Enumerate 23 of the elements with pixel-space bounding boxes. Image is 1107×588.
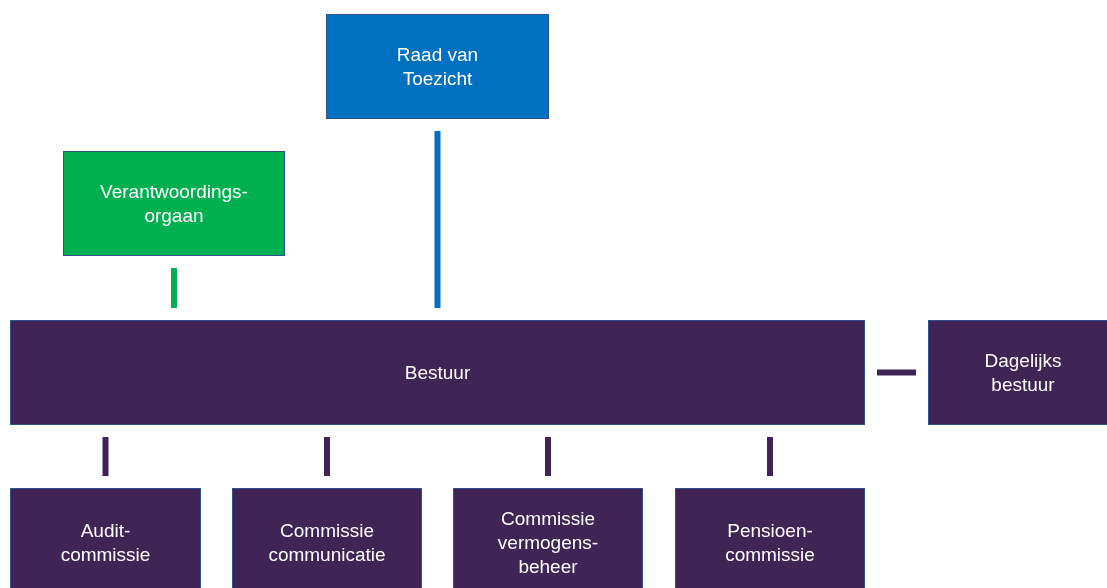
box-label: Commissie communicatie (267, 519, 387, 567)
org-box (232, 488, 422, 588)
connector-line (877, 369, 916, 376)
org-box (453, 488, 643, 588)
org-box (326, 14, 549, 119)
box-label: Pensioen- commissie (724, 519, 816, 567)
org-box (10, 320, 865, 425)
org-box (10, 488, 201, 588)
connector-line (545, 437, 551, 476)
connector-line (171, 268, 177, 308)
org-box (675, 488, 865, 588)
box-label: Audit- commissie (59, 519, 152, 567)
org-box (928, 320, 1107, 425)
connector-line (767, 437, 773, 476)
box-label: Raad van Toezicht (395, 42, 480, 91)
connector-line (434, 131, 441, 308)
box-label: Bestuur (404, 360, 471, 385)
org-box (63, 151, 285, 256)
box-label: Dagelijks bestuur (983, 348, 1063, 397)
connector-line (102, 437, 109, 476)
connector-line (324, 437, 330, 476)
box-label: Commissie vermogens- beheer (496, 507, 600, 579)
box-label: Verantwoordings- orgaan (99, 179, 249, 228)
